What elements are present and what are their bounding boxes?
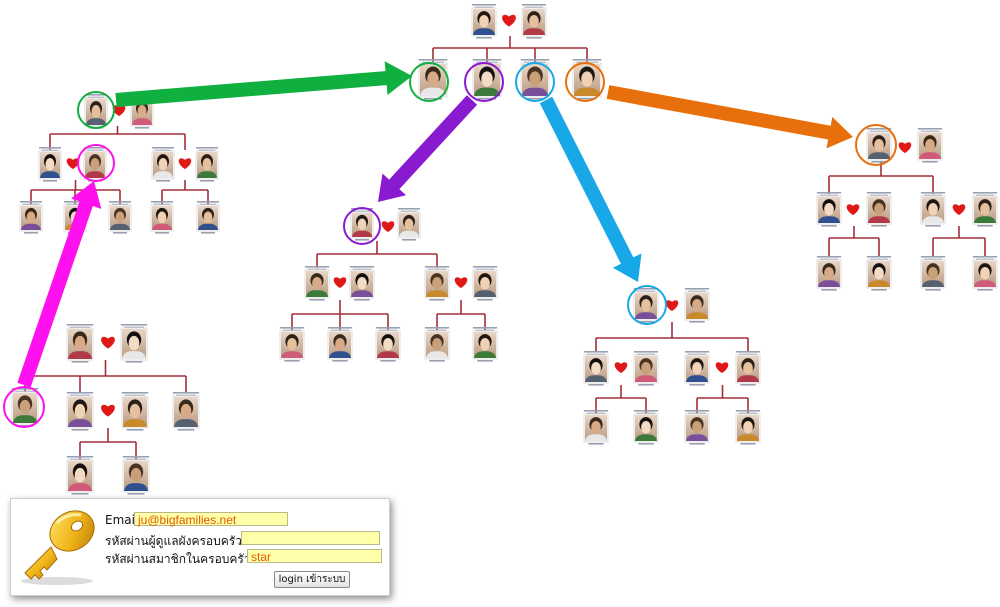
family-member-node[interactable] [66, 324, 94, 363]
family-member-node[interactable] [472, 266, 498, 301]
highlight-circle-magenta [77, 144, 115, 182]
heart-icon [952, 204, 966, 216]
admin-password-field[interactable] [241, 531, 380, 545]
heart-icon [898, 142, 912, 154]
heart-icon [333, 277, 347, 289]
family-member-node[interactable] [350, 208, 374, 241]
family-member-node[interactable] [375, 327, 401, 362]
family-member-node[interactable] [583, 351, 609, 386]
heart-icon [112, 105, 126, 117]
email-field[interactable]: ju@bigfamilies.net [134, 512, 288, 527]
family-member-node[interactable] [327, 327, 353, 362]
login-panel: Email ju@bigfamilies.net รหัสผ่านผู้ดูแล… [10, 498, 390, 596]
highlight-circle-green [77, 91, 115, 129]
highlight-circle-magenta [3, 386, 45, 428]
email-label: Email [105, 513, 139, 527]
family-member-node[interactable] [633, 410, 659, 445]
highlight-circle-green [409, 62, 449, 102]
family-member-node[interactable] [151, 147, 175, 182]
family-member-node[interactable] [122, 456, 150, 495]
login-button[interactable]: login เข้าระบบ [274, 571, 350, 588]
family-member-node[interactable] [633, 351, 659, 386]
family-member-node[interactable] [583, 410, 609, 445]
family-member-node[interactable] [684, 410, 710, 445]
heart-icon [454, 277, 468, 289]
family-member-node[interactable] [11, 388, 39, 427]
family-member-node[interactable] [972, 256, 998, 291]
family-member-node[interactable] [972, 192, 998, 227]
connector-lines [24, 36, 986, 460]
family-member-node[interactable] [349, 266, 375, 301]
family-member-node[interactable] [472, 327, 498, 362]
heart-icon [502, 14, 516, 27]
hearts [66, 14, 966, 417]
family-member-node[interactable] [920, 256, 946, 291]
highlight-circle-purple [464, 62, 504, 102]
heart-icon [665, 300, 679, 312]
heart-icon [381, 221, 395, 233]
family-member-node[interactable] [424, 266, 450, 301]
family-member-node[interactable] [866, 128, 892, 163]
highlight-circle-cyan [515, 62, 555, 102]
family-member-node[interactable] [735, 410, 761, 445]
family-member-node[interactable] [121, 392, 149, 431]
arrow-cyan [539, 96, 642, 282]
family-member-node[interactable] [120, 324, 148, 363]
family-member-node[interactable] [38, 147, 62, 182]
heart-icon [66, 158, 80, 170]
family-member-node[interactable] [83, 147, 107, 182]
family-member-node[interactable] [196, 201, 220, 234]
family-member-node[interactable] [397, 208, 421, 241]
highlight-circle-cyan [627, 285, 667, 325]
family-member-node[interactable] [471, 4, 497, 39]
family-member-node[interactable] [19, 201, 43, 234]
family-member-node[interactable] [84, 94, 108, 129]
family-member-node[interactable] [418, 59, 448, 100]
family-member-node[interactable] [920, 192, 946, 227]
highlight-circle-orange [565, 62, 605, 102]
arrow-green [115, 61, 413, 107]
family-member-node[interactable] [108, 201, 132, 234]
member-password-label: รหัสผ่านสมาชิกในครอบครัว [105, 552, 251, 566]
family-member-node[interactable] [816, 256, 842, 291]
heart-icon [101, 336, 115, 349]
family-member-node[interactable] [572, 59, 602, 100]
family-member-node[interactable] [633, 288, 659, 323]
family-member-node[interactable] [195, 147, 219, 182]
family-member-node[interactable] [735, 351, 761, 386]
heart-icon [178, 158, 192, 170]
family-member-node[interactable] [66, 456, 94, 495]
family-nodes [11, 4, 998, 495]
highlight-circle-orange [855, 124, 897, 166]
arrow-purple [378, 95, 478, 202]
family-member-node[interactable] [66, 392, 94, 431]
heart-icon [614, 362, 628, 374]
arrow-orange [606, 85, 853, 149]
heart-icon [846, 204, 860, 216]
heart-icon [715, 362, 729, 374]
highlight-circles [3, 62, 897, 428]
admin-password-label: รหัสผ่านผู้ดูแลผังครอบครัว [105, 534, 242, 548]
family-member-node[interactable] [684, 288, 710, 323]
family-member-node[interactable] [917, 128, 943, 163]
family-member-node[interactable] [684, 351, 710, 386]
family-member-node[interactable] [424, 327, 450, 362]
family-member-node[interactable] [521, 4, 547, 39]
family-member-node[interactable] [866, 256, 892, 291]
relation-arrows [17, 61, 853, 388]
member-password-field[interactable]: star [247, 549, 382, 564]
arrow-magenta [17, 181, 102, 388]
heart-icon [101, 404, 115, 417]
family-member-node[interactable] [279, 327, 305, 362]
family-member-node[interactable] [866, 192, 892, 227]
family-member-node[interactable] [304, 266, 330, 301]
family-member-node[interactable] [816, 192, 842, 227]
highlight-circle-purple [343, 207, 381, 245]
family-member-node[interactable] [150, 201, 174, 234]
family-member-node[interactable] [172, 392, 200, 431]
key-icon [21, 510, 95, 585]
